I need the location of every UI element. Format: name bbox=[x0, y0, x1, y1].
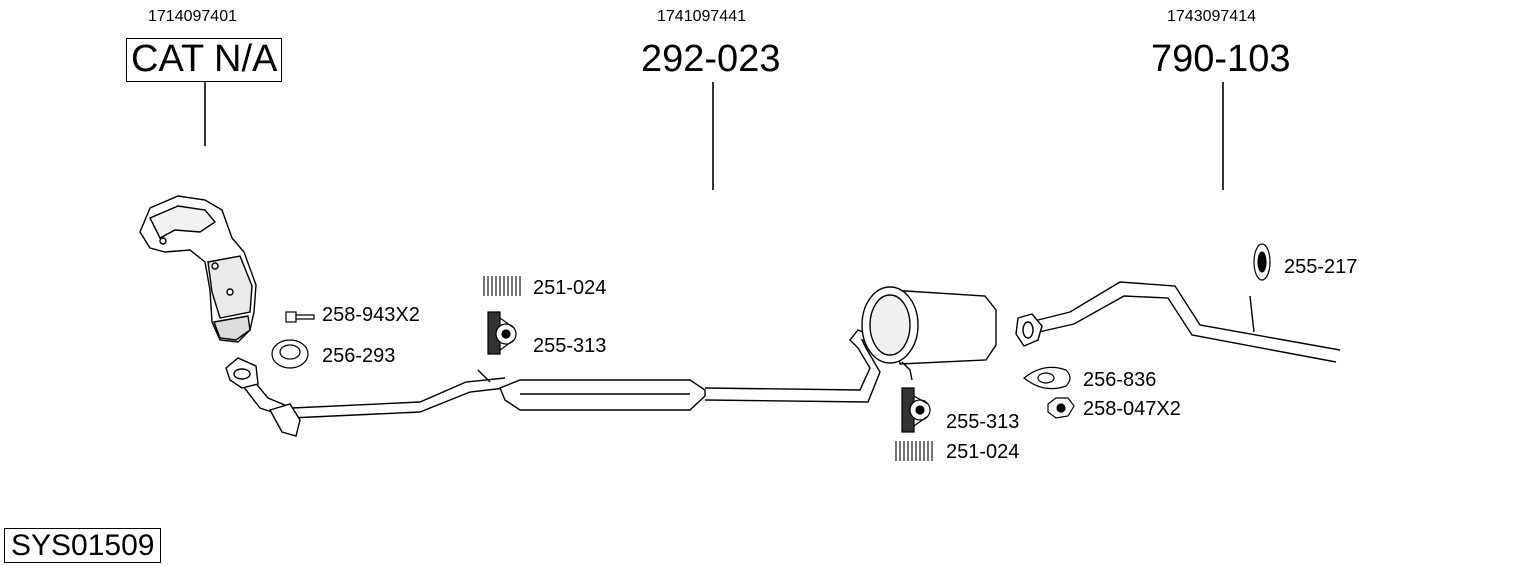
part-number-3: 790-103 bbox=[1151, 38, 1291, 80]
label-258-943: 258-943X2 bbox=[322, 304, 420, 326]
oe-number-2: 1741097441 bbox=[657, 8, 746, 25]
manifold-catalyst bbox=[139, 195, 257, 343]
oe-number-1: 1714097401 bbox=[148, 8, 237, 25]
rear-silencer bbox=[861, 286, 997, 381]
label-255-217: 255-217 bbox=[1284, 256, 1358, 278]
label-251-024-a: 251-024 bbox=[533, 277, 607, 299]
middle-silencer bbox=[477, 369, 706, 411]
spring-icon-a bbox=[483, 276, 521, 296]
front-pipe bbox=[225, 357, 506, 437]
rear-pipe-inlet bbox=[704, 329, 881, 403]
spring-icon-b bbox=[895, 441, 933, 461]
gasket-ring-icon bbox=[271, 339, 309, 369]
system-code: SYS01509 bbox=[4, 528, 162, 563]
rubber-mount-icon-b bbox=[901, 387, 931, 433]
part-number-1: CAT N/A bbox=[126, 38, 283, 82]
flange-gasket-icon bbox=[1023, 366, 1071, 390]
label-258-047: 258-047X2 bbox=[1083, 398, 1181, 420]
part-number-2: 292-023 bbox=[641, 38, 781, 80]
rubber-ring-icon bbox=[1253, 243, 1271, 281]
label-255-313-b: 255-313 bbox=[946, 411, 1020, 433]
bolt-icon bbox=[285, 311, 315, 323]
label-256-293: 256-293 bbox=[322, 345, 396, 367]
label-255-313-a: 255-313 bbox=[533, 335, 607, 357]
rubber-mount-icon-a bbox=[487, 311, 517, 355]
nut-icon bbox=[1047, 397, 1075, 419]
label-251-024-b: 251-024 bbox=[946, 441, 1020, 463]
tailpipe bbox=[1015, 281, 1341, 363]
oe-number-3: 1743097414 bbox=[1167, 8, 1256, 25]
label-256-836: 256-836 bbox=[1083, 369, 1157, 391]
